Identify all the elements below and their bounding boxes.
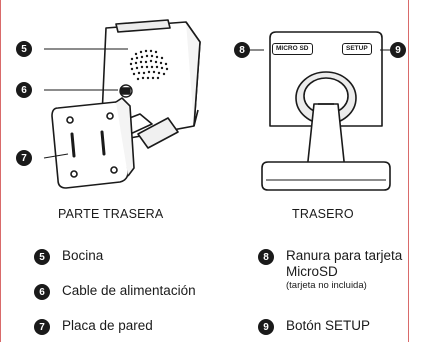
callout-6-badge: 6 [16, 82, 32, 98]
callout-8-badge: 8 [234, 42, 250, 58]
legend-text-9: Botón SETUP [286, 318, 371, 333]
camera-rear-illustration: MICRO SD SETUP 8 9 [234, 8, 407, 198]
legend-badge-7: 7 [34, 319, 50, 335]
camera-rear-drawing [246, 31, 394, 191]
legend-item-9: 9 Botón SETUP [258, 318, 370, 335]
legend-text-7: Placa de pared [62, 318, 153, 333]
legend-item-6: 6 Cable de alimentación [34, 283, 196, 300]
legend-text-5: Bocina [62, 248, 104, 263]
legend-badge-8: 8 [258, 249, 274, 265]
legend-badge-9: 9 [258, 319, 274, 335]
micro-sd-label: MICRO SD [272, 43, 313, 55]
legend-text-8-main: Ranura para tarjeta MicroSD [286, 248, 403, 279]
legend-text-8: Ranura para tarjeta MicroSD (tarjeta no … [286, 248, 404, 292]
camera-back-drawing [43, 19, 201, 189]
legend-item-7: 7 Placa de pared [34, 318, 153, 335]
legend-item-5: 5 Bocina [34, 248, 103, 265]
legend-item-8: 8 Ranura para tarjeta MicroSD (tarjeta n… [258, 248, 404, 292]
legend-badge-6: 6 [34, 284, 50, 300]
setup-label: SETUP [342, 43, 372, 55]
camera-back-illustration: 5 6 7 [16, 6, 218, 196]
legend-badge-5: 5 [34, 249, 50, 265]
page-margin-line-left [0, 0, 1, 342]
page-margin-line-right [408, 0, 409, 342]
caption-parte-trasera: PARTE TRASERA [58, 207, 164, 221]
callout-9-badge: 9 [390, 42, 406, 58]
callout-7-badge: 7 [16, 150, 32, 166]
legend-text-8-note: (tarjeta no incluida) [286, 280, 367, 291]
caption-trasero: TRASERO [292, 207, 354, 221]
callout-5-badge: 5 [16, 41, 32, 57]
legend-text-6: Cable de alimentación [62, 283, 196, 298]
